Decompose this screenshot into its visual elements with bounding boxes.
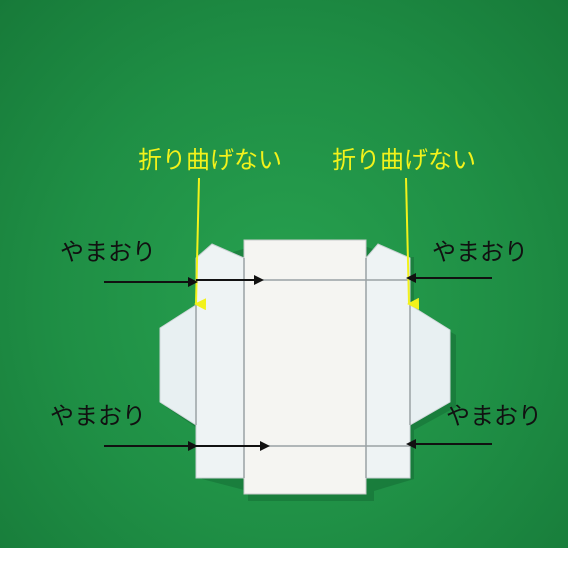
center-panel — [243, 239, 367, 495]
right-column-panel — [365, 243, 411, 479]
mountain-fold-label-upper-left: やまおり — [60, 238, 156, 266]
mountain-fold-label-lower-left: やまおり — [50, 402, 146, 430]
mountain-fold-label-lower-right: やまおり — [446, 402, 542, 430]
mountain-fold-label-upper-right: やまおり — [432, 238, 528, 266]
do-not-fold-label-right: 折り曲げない — [332, 146, 476, 174]
do-not-fold-label-left: 折り曲げない — [138, 146, 282, 174]
left-side-flap — [159, 304, 197, 426]
yellow-arrow-right — [405, 177, 420, 310]
left-column-panel — [195, 243, 245, 479]
